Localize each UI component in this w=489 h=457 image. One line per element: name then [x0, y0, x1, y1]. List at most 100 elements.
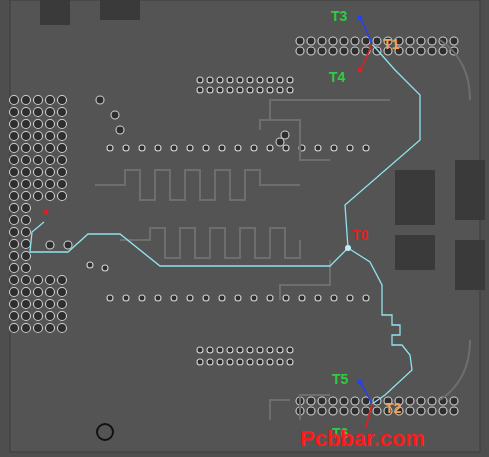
via: [257, 347, 263, 353]
via: [207, 77, 213, 83]
via: [251, 145, 257, 151]
test-point-label: T4: [329, 70, 345, 84]
via: [351, 407, 359, 415]
via: [318, 397, 326, 405]
via: [46, 312, 55, 321]
via: [187, 145, 193, 151]
via: [417, 47, 425, 55]
via: [22, 216, 31, 225]
via: [247, 347, 253, 353]
via: [281, 131, 289, 139]
via: [10, 252, 19, 261]
via: [237, 347, 243, 353]
via: [351, 47, 359, 55]
via: [58, 192, 67, 201]
via: [307, 37, 315, 45]
via: [299, 295, 305, 301]
via: [22, 120, 31, 129]
via: [22, 324, 31, 333]
via: [10, 192, 19, 201]
via: [227, 77, 233, 83]
via: [123, 295, 129, 301]
via: [428, 37, 436, 45]
via: [34, 144, 43, 153]
via: [10, 276, 19, 285]
via: [22, 312, 31, 321]
via: [123, 145, 129, 151]
via: [267, 87, 273, 93]
via: [22, 168, 31, 177]
via: [237, 359, 243, 365]
via: [58, 288, 67, 297]
via: [406, 407, 414, 415]
via: [34, 156, 43, 165]
via: [102, 265, 108, 271]
via: [58, 120, 67, 129]
via: [227, 347, 233, 353]
via: [34, 180, 43, 189]
via: [277, 87, 283, 93]
via: [107, 145, 113, 151]
via: [34, 168, 43, 177]
via: [406, 47, 414, 55]
via: [363, 145, 369, 151]
via: [287, 359, 293, 365]
via: [257, 359, 263, 365]
via: [287, 87, 293, 93]
via: [217, 359, 223, 365]
via: [277, 347, 283, 353]
via: [217, 347, 223, 353]
via: [10, 324, 19, 333]
via: [267, 359, 273, 365]
via: [307, 407, 315, 415]
via: [171, 145, 177, 151]
via: [307, 47, 315, 55]
via: [417, 397, 425, 405]
via: [116, 126, 124, 134]
via: [10, 312, 19, 321]
via: [257, 87, 263, 93]
via: [363, 295, 369, 301]
via: [46, 96, 55, 105]
via: [276, 138, 284, 146]
via: [58, 300, 67, 309]
via: [22, 276, 31, 285]
via: [10, 156, 19, 165]
via: [237, 87, 243, 93]
via: [283, 295, 289, 301]
via: [197, 359, 203, 365]
via: [58, 324, 67, 333]
via: [46, 241, 54, 249]
via: [46, 168, 55, 177]
via: [351, 397, 359, 405]
via: [96, 96, 104, 104]
via: [267, 145, 273, 151]
via: [406, 397, 414, 405]
via: [58, 180, 67, 189]
via: [247, 87, 253, 93]
via: [58, 168, 67, 177]
via: [219, 145, 225, 151]
via: [203, 145, 209, 151]
via: [34, 120, 43, 129]
via: [46, 300, 55, 309]
via: [217, 87, 223, 93]
via: [450, 37, 458, 45]
watermark: Pcbbar.com: [300, 428, 425, 450]
via: [267, 347, 273, 353]
via: [439, 47, 447, 55]
via: [287, 77, 293, 83]
via: [197, 347, 203, 353]
via: [247, 359, 253, 365]
via: [340, 407, 348, 415]
via: [347, 295, 353, 301]
via: [64, 241, 72, 249]
via: [428, 407, 436, 415]
via: [58, 144, 67, 153]
via: [237, 77, 243, 83]
via: [10, 132, 19, 141]
via: [329, 47, 337, 55]
via: [207, 87, 213, 93]
via: [10, 168, 19, 177]
via: [139, 295, 145, 301]
